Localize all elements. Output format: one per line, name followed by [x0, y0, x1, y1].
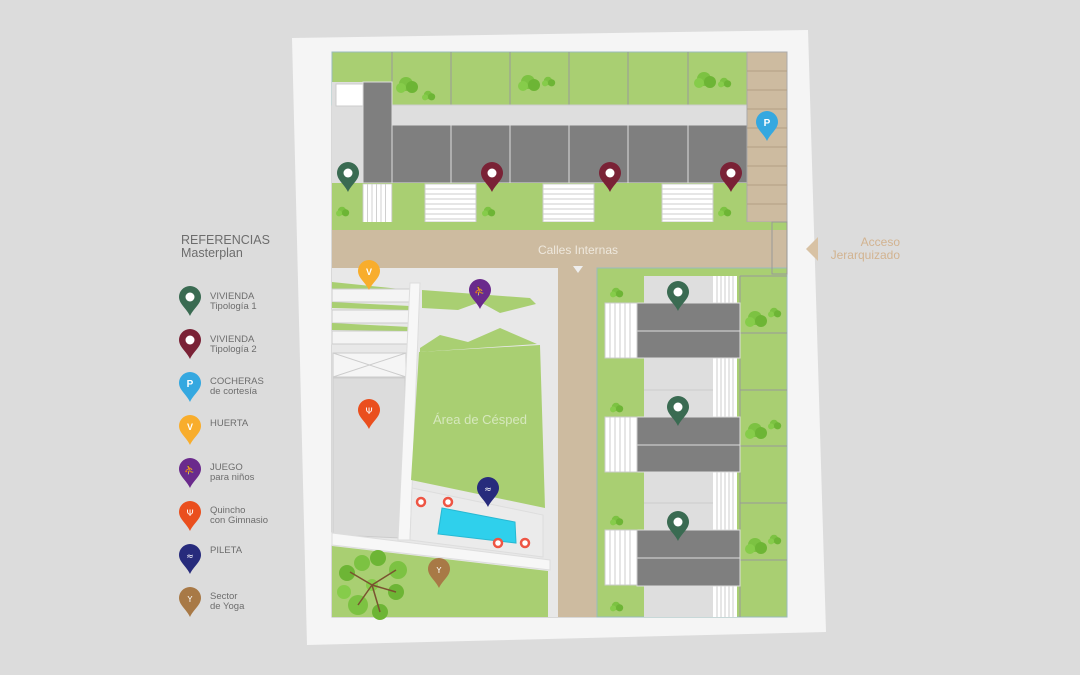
- legend-sublabel: de Yoga: [210, 601, 245, 612]
- legend-label: VIVIENDA: [210, 291, 255, 302]
- pin-yoga[interactable]: Y: [428, 558, 450, 588]
- legend-label: Sector: [210, 591, 238, 602]
- legend-pool-icon: ≈: [179, 544, 201, 574]
- legend-item: PILETA: [210, 546, 242, 556]
- access-label-line1: Acceso: [860, 235, 900, 249]
- pin-vivienda-2[interactable]: [599, 162, 621, 192]
- svg-text:⛹: ⛹: [474, 285, 485, 297]
- pin-vivienda-1[interactable]: [667, 281, 689, 311]
- legend-label: JUEGO: [210, 462, 243, 473]
- legend-sublabel: para niños: [210, 472, 255, 483]
- legend-subheading: Masterplan: [181, 246, 243, 260]
- legend-sublabel: de cortesía: [210, 386, 257, 397]
- amenities-block: Área de Césped: [331, 268, 558, 620]
- legend-vivienda-2-icon: [179, 329, 201, 359]
- legend-sublabel: Tipología 1: [210, 301, 257, 312]
- svg-text:≈: ≈: [186, 552, 194, 562]
- legend-heading: REFERENCIAS: [181, 233, 270, 247]
- pin-parking[interactable]: P: [756, 111, 778, 141]
- road-label: Calles Internas: [538, 243, 618, 257]
- legend-parking-icon: P: [179, 372, 201, 402]
- svg-text:⛹: ⛹: [184, 464, 195, 476]
- legend-icons: P V ⛹ Ψ ≈ Y: [179, 286, 201, 617]
- legend-yoga-icon: Y: [179, 587, 201, 617]
- legend-vivienda-1-icon: [179, 286, 201, 316]
- pin-juego[interactable]: ⛹: [469, 279, 491, 309]
- svg-text:Ψ: Ψ: [186, 509, 193, 519]
- legend-label: Quincho: [210, 505, 246, 516]
- svg-text:P: P: [764, 118, 771, 129]
- legend-playground-icon: ⛹: [179, 458, 201, 488]
- pin-huerta[interactable]: V: [358, 260, 380, 290]
- pin-pileta[interactable]: ≈: [477, 477, 499, 507]
- tree-cluster: [337, 550, 407, 620]
- lawn-label: Área de Césped: [433, 412, 527, 427]
- svg-text:Y: Y: [436, 566, 442, 575]
- pool: [437, 507, 517, 544]
- legend-label: VIVIENDA: [210, 334, 255, 345]
- svg-text:Y: Y: [187, 595, 193, 604]
- legend-label: PILETA: [210, 545, 243, 556]
- legend-gym-icon: Ψ: [179, 501, 201, 531]
- legend-garden-icon: V: [179, 415, 201, 445]
- pin-vivienda-1[interactable]: [337, 162, 359, 192]
- map-pins: P V ⛹ Ψ ≈ Y: [337, 111, 778, 588]
- legend-label: COCHERAS: [210, 376, 264, 387]
- access-arrow-icon: [806, 237, 818, 261]
- svg-text:V: V: [187, 422, 193, 432]
- svg-text:Ψ: Ψ: [365, 407, 372, 417]
- legend-item: HUERTA: [210, 419, 248, 429]
- pin-vivienda-1[interactable]: [667, 396, 689, 426]
- svg-text:P: P: [187, 379, 194, 390]
- right-housing-block: [596, 267, 788, 618]
- access-label-line2: Jerarquizado: [830, 248, 900, 262]
- internal-road: [332, 230, 787, 268]
- legend-title: REFERENCIAS Masterplan: [181, 234, 270, 260]
- pin-quincho[interactable]: Ψ: [358, 399, 380, 429]
- pin-vivienda-1[interactable]: [667, 511, 689, 541]
- legend-label: HUERTA: [210, 418, 249, 429]
- svg-text:≈: ≈: [484, 485, 492, 495]
- legend-sublabel: Tipología 2: [210, 344, 257, 355]
- pin-vivienda-2[interactable]: [481, 162, 503, 192]
- pin-vivienda-2[interactable]: [720, 162, 742, 192]
- internal-road-vertical: [558, 268, 597, 617]
- legend-sublabel: con Gimnasio: [210, 515, 269, 526]
- access-label: Acceso Jerarquizado: [831, 236, 900, 262]
- svg-text:V: V: [366, 267, 372, 277]
- top-housing-block: [331, 51, 748, 223]
